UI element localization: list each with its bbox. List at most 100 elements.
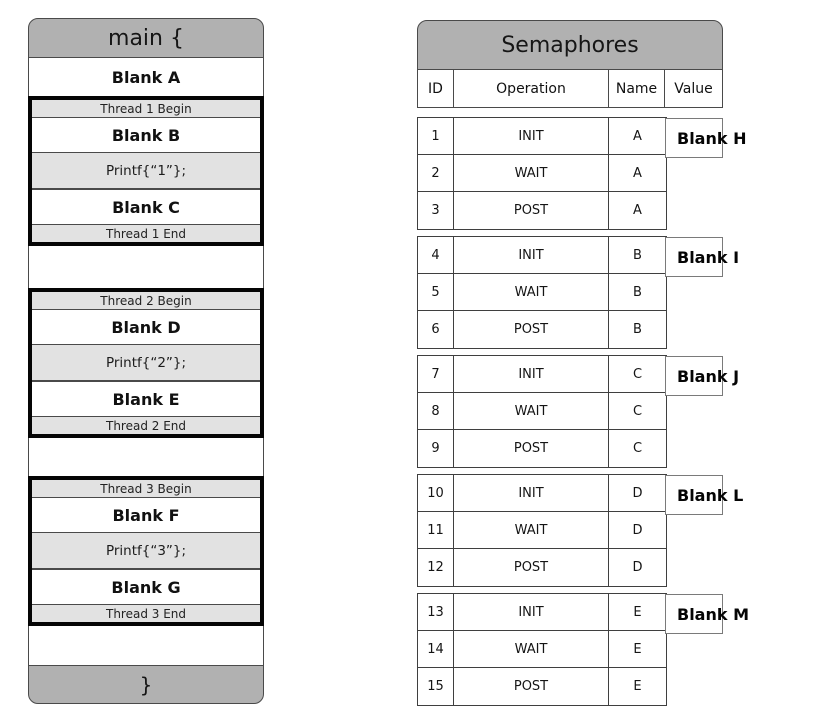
cell-name: A — [633, 128, 642, 144]
column-header-operation: Operation — [454, 70, 609, 107]
cell-id: 2 — [418, 155, 454, 191]
cell-id: 1 — [418, 118, 454, 154]
semaphores-title: Semaphores — [417, 20, 723, 70]
cell-id: 9 — [418, 430, 454, 467]
cell-id: 12 — [418, 549, 454, 586]
table-row: 10 INIT D Blank L — [418, 475, 743, 515]
cell-name: C — [632, 403, 643, 419]
table-row: 6 POST B — [418, 311, 666, 348]
cell-name: A — [633, 165, 642, 181]
blank-g-slot: Blank G — [32, 569, 260, 605]
cell-name: A — [633, 203, 642, 218]
thread-1-begin-label: Thread 1 Begin — [32, 100, 260, 117]
blank-e-slot: Blank E — [32, 381, 260, 417]
blank-j-value-box: Blank J — [665, 356, 739, 396]
cell-id: 4 — [418, 237, 454, 273]
thread-3-end-label: Thread 3 End — [32, 605, 260, 622]
cell-name: C — [632, 366, 643, 382]
thread-1-printf-statement: Printf{“1”}; — [32, 153, 260, 189]
cell-operation: WAIT — [454, 631, 609, 667]
cell-operation: POST — [454, 430, 609, 467]
blank-i-value-box: Blank I — [665, 237, 739, 277]
main-block-diagram: main { Blank A Thread 1 Begin Blank B Pr… — [28, 18, 264, 704]
table-row: 11 WAIT D — [418, 512, 666, 549]
cell-id: 14 — [418, 631, 454, 667]
cell-name: E — [633, 679, 642, 694]
cell-operation: INIT — [454, 475, 609, 511]
blank-b-slot: Blank B — [32, 117, 260, 153]
semaphore-group-a: 1 INIT A Blank H 2 WAIT A 3 POST A — [417, 117, 746, 230]
table-row: 5 WAIT B — [418, 274, 666, 311]
cell-operation: WAIT — [454, 274, 609, 310]
cell-id: 3 — [418, 192, 454, 229]
table-row: 8 WAIT C — [418, 393, 666, 430]
thread-1-end-label: Thread 1 End — [32, 225, 260, 242]
cell-name: B — [633, 322, 642, 337]
table-row: 12 POST D — [418, 549, 666, 586]
cell-id: 13 — [418, 594, 454, 630]
table-row: 7 INIT C Blank J — [418, 356, 739, 396]
cell-name: D — [632, 522, 643, 538]
semaphore-group-c: 7 INIT C Blank J 8 WAIT C 9 POST C — [417, 355, 739, 468]
column-header-value: Value — [674, 80, 713, 97]
cell-operation: POST — [454, 668, 609, 705]
cell-operation: POST — [454, 192, 609, 229]
blank-f-slot: Blank F — [32, 497, 260, 533]
cell-operation: WAIT — [454, 155, 609, 191]
cell-id: 6 — [418, 311, 454, 348]
thread-2-begin-label: Thread 2 Begin — [32, 292, 260, 309]
table-row: 13 INIT E Blank M — [418, 594, 749, 634]
cell-operation: POST — [454, 311, 609, 348]
table-row: 4 INIT B Blank I — [418, 237, 739, 277]
cell-operation: INIT — [454, 356, 609, 392]
blank-l-value-box: Blank L — [665, 475, 743, 515]
cell-operation: INIT — [454, 118, 609, 154]
cell-id: 15 — [418, 668, 454, 705]
thread-3-printf-statement: Printf{“3”}; — [32, 533, 260, 569]
cell-operation: WAIT — [454, 393, 609, 429]
column-header-name: Name — [609, 70, 665, 107]
blank-a-slot: Blank A — [28, 58, 264, 96]
semaphore-groups: 1 INIT A Blank H 2 WAIT A 3 POST A — [417, 117, 777, 706]
thread-3-begin-label: Thread 3 Begin — [32, 480, 260, 497]
cell-name: B — [633, 284, 642, 300]
cell-operation: INIT — [454, 237, 609, 273]
cell-name: D — [632, 560, 643, 575]
cell-id: 10 — [418, 475, 454, 511]
table-row: 9 POST C — [418, 430, 666, 467]
cell-name: E — [633, 604, 642, 620]
semaphores-column-header: ID Operation Name Value — [417, 70, 723, 108]
cell-name: E — [633, 641, 642, 657]
thread-3-box: Thread 3 Begin Blank F Printf{“3”}; Blan… — [28, 476, 264, 626]
cell-name: D — [632, 485, 643, 501]
cell-id: 7 — [418, 356, 454, 392]
thread-2-end-label: Thread 2 End — [32, 417, 260, 434]
table-row: 1 INIT A Blank H — [418, 118, 746, 158]
blank-m-value-box: Blank M — [665, 594, 749, 634]
cell-operation: INIT — [454, 594, 609, 630]
table-row: 3 POST A — [418, 192, 666, 229]
semaphore-group-b: 4 INIT B Blank I 5 WAIT B 6 POST B — [417, 236, 739, 349]
semaphores-diagram: Semaphores ID Operation Name Value 1 INI… — [417, 20, 777, 712]
table-row: 15 POST E — [418, 668, 666, 705]
cell-name: B — [633, 247, 642, 263]
blank-h-value-box: Blank H — [665, 118, 746, 158]
cell-operation: WAIT — [454, 512, 609, 548]
semaphore-group-e: 13 INIT E Blank M 14 WAIT E 15 POST E — [417, 593, 749, 706]
cell-name: C — [632, 441, 643, 456]
blank-d-slot: Blank D — [32, 309, 260, 345]
table-row: 2 WAIT A — [418, 155, 666, 192]
cell-id: 8 — [418, 393, 454, 429]
main-block-footer: } — [28, 665, 264, 704]
column-header-id: ID — [418, 70, 454, 107]
spacer — [28, 246, 264, 288]
blank-c-slot: Blank C — [32, 189, 260, 225]
main-block-header: main { — [28, 18, 264, 58]
thread-1-box: Thread 1 Begin Blank B Printf{“1”}; Blan… — [28, 96, 264, 246]
spacer — [28, 626, 264, 665]
spacer — [28, 438, 264, 476]
thread-2-box: Thread 2 Begin Blank D Printf{“2”}; Blan… — [28, 288, 264, 438]
semaphore-group-d: 10 INIT D Blank L 11 WAIT D 12 POST D — [417, 474, 743, 587]
thread-2-printf-statement: Printf{“2”}; — [32, 345, 260, 381]
